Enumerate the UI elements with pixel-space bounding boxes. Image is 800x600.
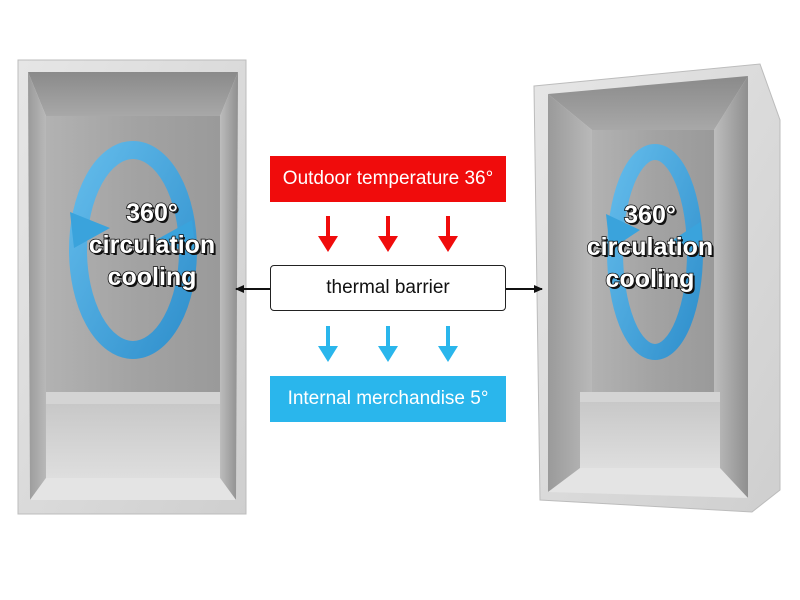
heat-arrow-icon <box>318 216 338 252</box>
heat-arrow-icon <box>378 216 398 252</box>
heat-arrow-icon <box>438 216 458 252</box>
right-cabinet-floor <box>548 468 748 498</box>
right-cabinet-shelf-block <box>580 402 720 468</box>
left-cabinet-right-wall <box>220 72 238 500</box>
cold-arrows <box>318 326 458 362</box>
thermal-barrier-label: thermal barrier <box>326 277 450 298</box>
right-circulation-arrow-icon <box>606 144 704 360</box>
heat-arrows <box>318 216 458 252</box>
right-cabinet-shelf-top <box>580 392 720 402</box>
left-cabinet-floor <box>30 478 236 500</box>
cold-arrow-icon <box>378 326 398 362</box>
cold-arrow-icon <box>438 326 458 362</box>
left-cabinet-shelf-block <box>46 404 220 478</box>
left-circulation-arrow-icon <box>69 141 197 359</box>
outdoor-temperature-label: Outdoor temperature 36° <box>282 168 494 189</box>
right-circulation-label: 360° circulation cooling <box>565 199 735 295</box>
internal-merchandise-label: Internal merchandise 5° <box>287 388 489 409</box>
cold-arrow-icon <box>318 326 338 362</box>
right-label-line1: 360° <box>623 200 676 230</box>
thermal-barrier-box: thermal barrier <box>270 265 506 311</box>
left-cabinet-left-wall <box>28 72 46 500</box>
left-cabinet-shelf-top <box>46 392 220 404</box>
left-label-line3: cooling <box>107 262 197 292</box>
left-circulation-label: 360° circulation cooling <box>67 197 237 293</box>
right-label-line2: circulation <box>586 232 714 262</box>
left-label-line2: circulation <box>88 230 216 260</box>
left-cabinet <box>17 59 247 515</box>
right-cabinet <box>533 63 781 513</box>
right-label-line3: cooling <box>605 264 695 294</box>
left-cabinet-ceiling <box>28 72 238 116</box>
right-cabinet-right-wall <box>714 76 748 498</box>
outdoor-temperature-box: Outdoor temperature 36° <box>270 156 506 202</box>
internal-merchandise-box: Internal merchandise 5° <box>270 376 506 422</box>
right-cabinet-ceiling <box>548 76 748 130</box>
left-label-line1: 360° <box>125 198 178 228</box>
